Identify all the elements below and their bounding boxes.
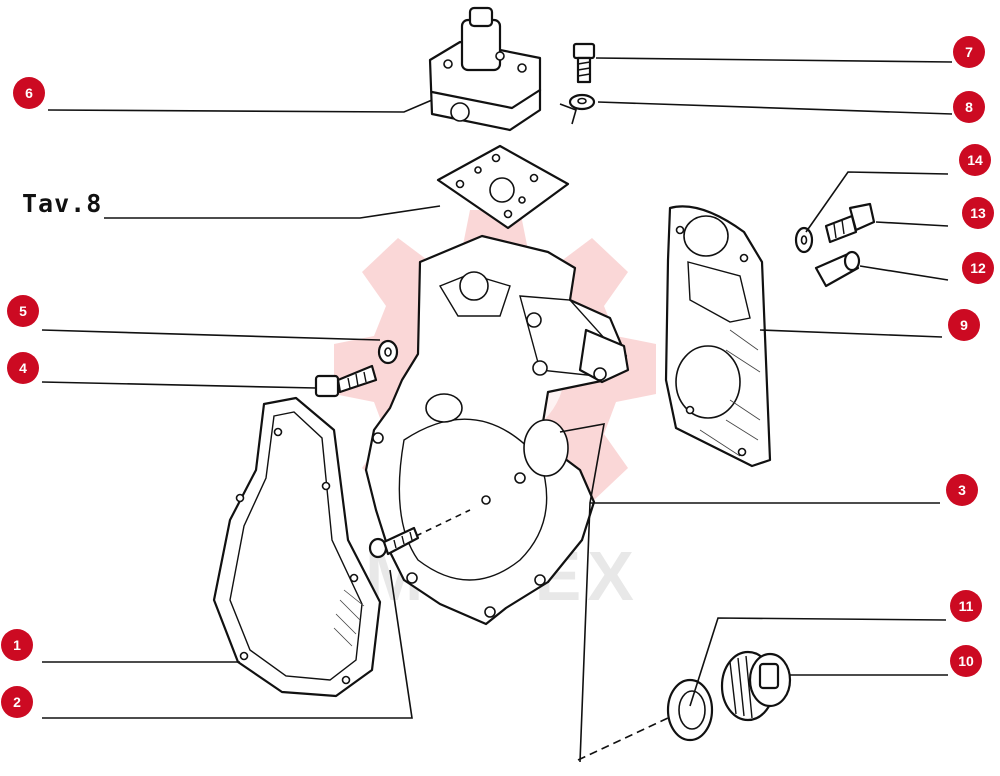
part-11-seal-ring — [666, 678, 714, 742]
svg-text:11: 11 — [959, 598, 974, 614]
part-6-valve-block — [428, 6, 542, 132]
callout-9[interactable]: 9 — [948, 309, 980, 341]
part-valve-gasket — [436, 144, 570, 230]
svg-text:1: 1 — [13, 637, 21, 653]
part-5-washer — [377, 339, 399, 365]
callout-2[interactable]: 2 — [1, 686, 33, 718]
callout-5[interactable]: 5 — [7, 295, 39, 327]
callout-14[interactable]: 14 — [959, 144, 991, 176]
svg-text:13: 13 — [970, 205, 986, 221]
part-10-threaded-plug — [720, 650, 792, 722]
part-8-nut — [568, 93, 596, 111]
callout-6[interactable]: 6 — [13, 77, 45, 109]
svg-text:7: 7 — [965, 44, 973, 60]
callout-3[interactable]: 3 — [946, 474, 978, 506]
leader-lines — [41, 57, 953, 763]
callout-11[interactable]: 11 — [950, 590, 982, 622]
callout-13[interactable]: 13 — [962, 197, 994, 229]
svg-text:9: 9 — [960, 317, 968, 333]
callout-12[interactable]: 12 — [962, 252, 994, 284]
svg-text:10: 10 — [958, 653, 974, 669]
svg-text:6: 6 — [25, 85, 33, 101]
part-1-front-gasket — [212, 396, 382, 698]
table-label: Tav.8 — [22, 189, 102, 218]
callout-1[interactable]: 1 — [1, 629, 33, 661]
svg-text:4: 4 — [19, 360, 27, 376]
part-14-washer — [794, 226, 814, 254]
callout-7[interactable]: 7 — [953, 36, 985, 68]
callout-4[interactable]: 4 — [7, 352, 39, 384]
callout-10[interactable]: 10 — [950, 645, 982, 677]
part-7-bolt — [572, 42, 596, 84]
svg-text:2: 2 — [13, 694, 21, 710]
svg-text:12: 12 — [970, 260, 986, 276]
svg-text:14: 14 — [967, 152, 983, 168]
svg-text:3: 3 — [958, 482, 966, 498]
callout-8[interactable]: 8 — [953, 91, 985, 123]
part-3-main-housing — [364, 234, 630, 626]
part-9-cover-plate — [664, 205, 772, 468]
svg-text:8: 8 — [965, 99, 973, 115]
part-12-sleeve — [814, 250, 861, 288]
part-2-screw — [368, 526, 420, 559]
part-13-bolt — [824, 202, 876, 244]
part-4-bolt — [314, 364, 378, 398]
svg-text:5: 5 — [19, 303, 27, 319]
